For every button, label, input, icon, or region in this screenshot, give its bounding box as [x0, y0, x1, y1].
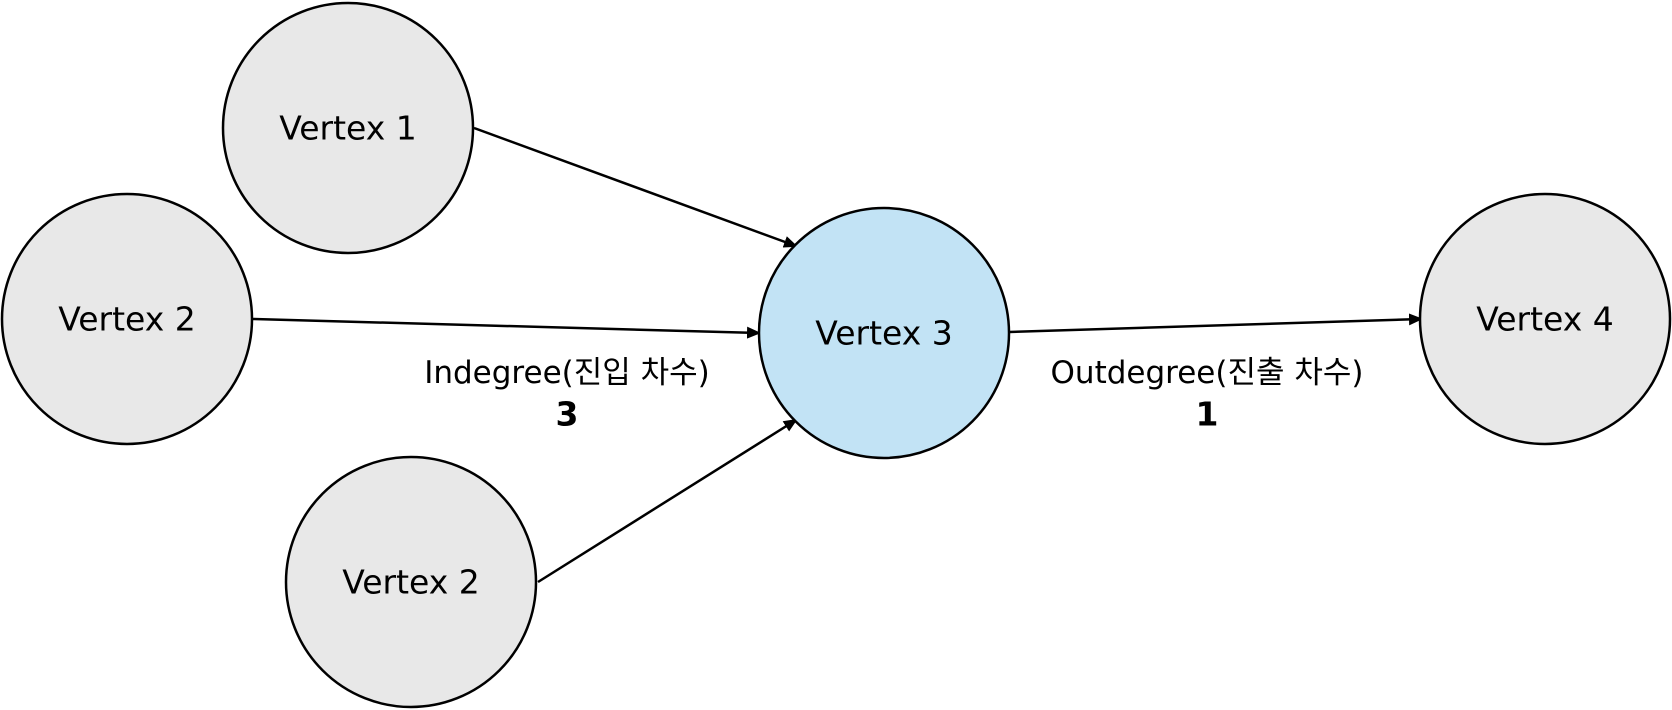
node-label-v2b: Vertex 2 [342, 563, 480, 602]
node-vertex-3[interactable]: Vertex 3 [757, 206, 1011, 460]
outdegree-value: 1 [1196, 395, 1219, 434]
node-label-v4: Vertex 4 [1476, 300, 1614, 339]
indegree-label: Indegree(진입 차수) [424, 355, 710, 391]
node-circle-v2b [284, 455, 538, 709]
node-circle-v1 [221, 1, 475, 255]
indegree-value: 3 [556, 395, 579, 434]
edge-v2a-to-v3 [252, 317, 761, 339]
outdegree-label: Outdegree(진출 차수) [1051, 355, 1364, 391]
outdegree-annotation: Outdegree(진출 차수) 1 [1051, 355, 1364, 434]
node-vertex-2-bottom[interactable]: Vertex 2 [284, 455, 538, 709]
node-label-v2a: Vertex 2 [58, 300, 196, 339]
node-circle-v2a [0, 192, 254, 446]
node-circle-v4 [1418, 192, 1672, 446]
node-label-v3: Vertex 3 [815, 314, 953, 353]
edge-v1-to-v3 [473, 126, 798, 248]
edge-v2b-to-v3 [537, 418, 798, 584]
node-vertex-1[interactable]: Vertex 1 [221, 1, 475, 255]
edge-v3-to-v4 [1008, 313, 1423, 334]
node-circle-v3 [757, 206, 1011, 460]
node-vertex-2-top[interactable]: Vertex 2 [0, 192, 254, 446]
edges-layer [252, 126, 1423, 584]
node-vertex-4[interactable]: Vertex 4 [1418, 192, 1672, 446]
node-label-v1: Vertex 1 [279, 109, 417, 148]
indegree-annotation: Indegree(진입 차수) 3 [424, 355, 710, 434]
